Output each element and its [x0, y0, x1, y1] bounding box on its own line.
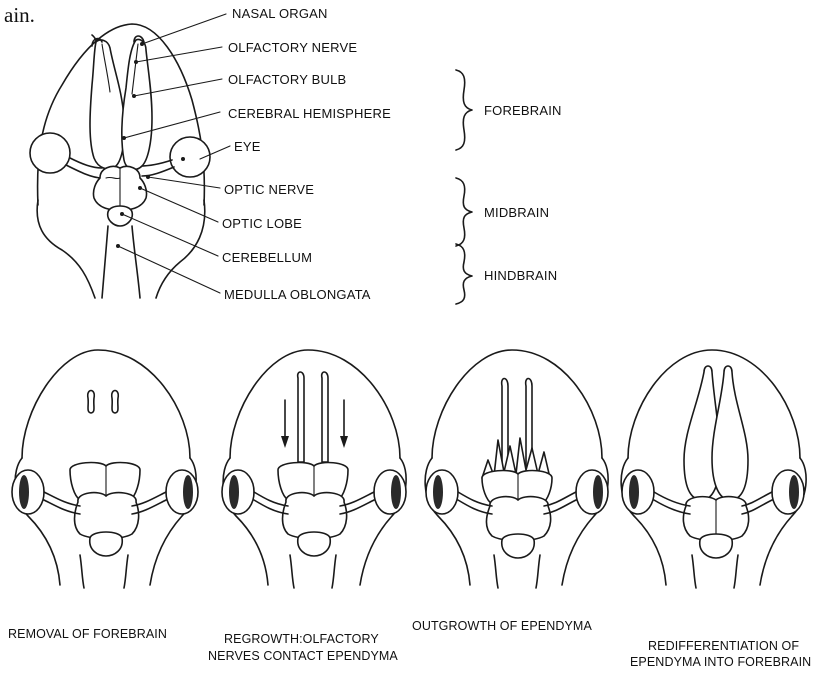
label-olfactory-nerve: OLFACTORY NERVE [228, 40, 357, 55]
region-braces [456, 70, 472, 304]
caption-stage4-line1: REDIFFERENTIATION OF [648, 639, 799, 653]
label-optic-nerve: OPTIC NERVE [224, 182, 314, 197]
caption-stage1: REMOVAL OF FOREBRAIN [8, 627, 167, 641]
label-midbrain: MIDBRAIN [484, 205, 549, 220]
stage1-head [12, 350, 198, 588]
label-hindbrain: HINDBRAIN [484, 268, 557, 283]
label-cerebral-hemisphere: CEREBRAL HEMISPHERE [228, 106, 391, 121]
fragment-text: ain. [4, 3, 35, 27]
top-forebrain [90, 39, 152, 169]
label-medulla-oblongata: MEDULLA OBLONGATA [224, 287, 371, 302]
eye-pointer-dot [181, 157, 185, 161]
label-nasal-organ: NASAL ORGAN [232, 6, 328, 21]
stage2-head [222, 350, 406, 588]
label-forebrain: FOREBRAIN [484, 103, 562, 118]
stage3-head [425, 350, 608, 588]
label-eye: EYE [234, 139, 261, 154]
caption-stage2-line2: NERVES CONTACT EPENDYMA [208, 649, 398, 663]
label-olfactory-bulb: OLFACTORY BULB [228, 72, 346, 87]
top-medulla [102, 226, 140, 298]
caption-stage3: OUTGROWTH OF EPENDYMA [412, 619, 592, 633]
label-optic-lobe: OPTIC LOBE [222, 216, 302, 231]
label-cerebellum: CEREBELLUM [222, 250, 312, 265]
caption-stage2-line1: REGROWTH:OLFACTORY [224, 632, 379, 646]
top-left-eye [30, 133, 70, 173]
top-cerebellum [108, 206, 133, 226]
caption-stage4-line2: EPENDYMA INTO FOREBRAIN [630, 655, 811, 669]
stage4-head [621, 350, 806, 588]
